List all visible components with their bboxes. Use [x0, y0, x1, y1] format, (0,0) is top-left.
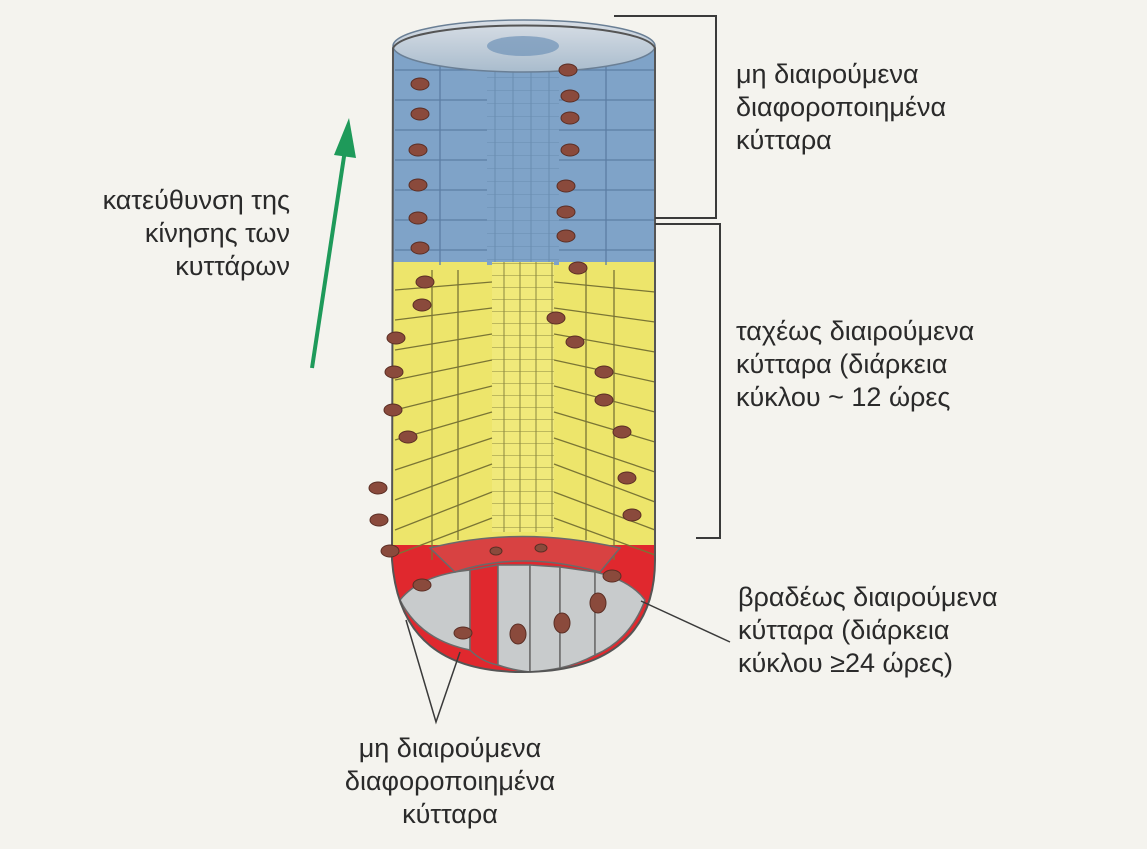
- label-non-dividing-top: μη διαιρούμενα διαφοροποιημένα κύτταρα: [736, 58, 946, 157]
- movement-arrow-icon: [312, 118, 356, 368]
- lumen-yellow: [492, 262, 554, 532]
- label-non-dividing-bottom: μη διαιρούμενα διαφοροποιημένα κύτταρα: [300, 732, 600, 831]
- label-fast-dividing: ταχέως διαιρούμενα κύτταρα (διάρκεια κύκ…: [736, 315, 974, 414]
- label-movement-direction: κατεύθυνση της κίνησης των κυττάρων: [103, 184, 290, 283]
- label-slow-dividing: βραδέως διαιρούμενα κύτταρα (διάρκεια κύ…: [738, 581, 998, 680]
- bracket-middle: [655, 224, 720, 538]
- pointer-slow-dividing: [641, 601, 730, 642]
